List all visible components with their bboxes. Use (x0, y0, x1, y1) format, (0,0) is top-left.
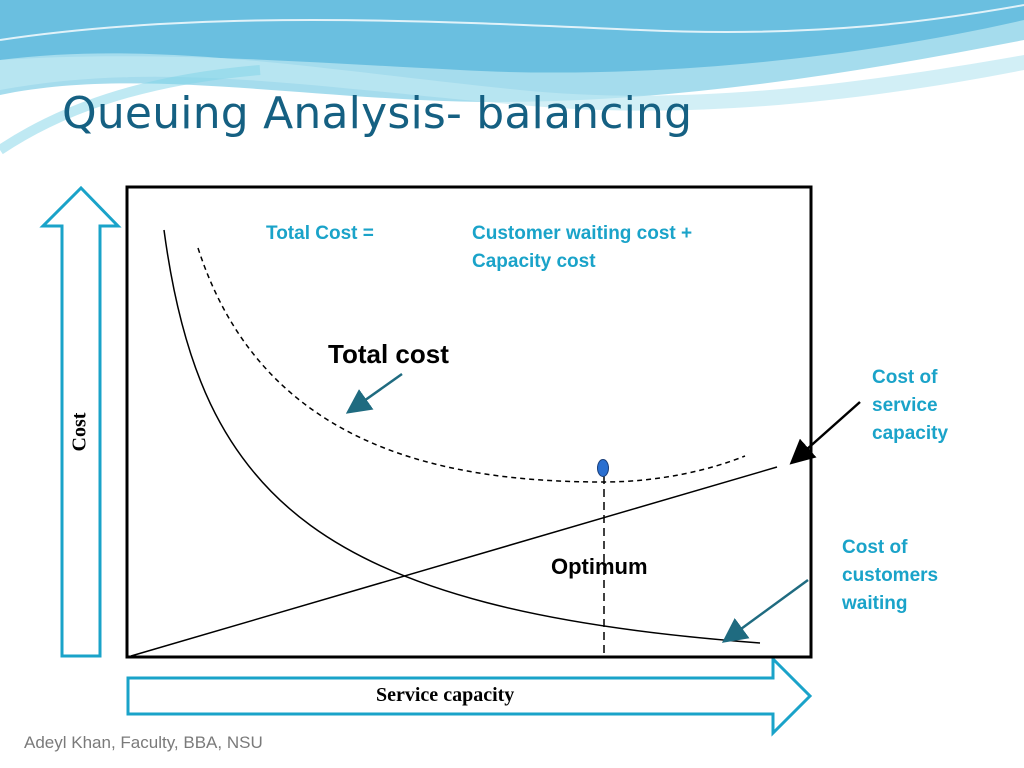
customer-waiting-cost-curve (163, 229, 761, 644)
service-capacity-cost-line-3: capacity (872, 423, 949, 444)
service-capacity-pointer-arrow (789, 401, 861, 465)
equation-right-label: Customer waiting cost + Capacity cost (472, 220, 692, 276)
slide-footer: Adeyl Khan, Faculty, BBA, NSU (24, 733, 263, 752)
header-wave-decoration (0, 0, 1024, 155)
optimum-marker (597, 459, 609, 477)
plot-frame (125, 185, 813, 659)
customers-waiting-cost-line-2: customers (842, 565, 939, 586)
customers-waiting-cost-line-3: waiting (842, 593, 908, 614)
y-axis-label: Cost (68, 412, 91, 452)
x-axis-arrow (126, 655, 813, 737)
customers-waiting-cost-label: Cost of customers waiting (842, 534, 938, 618)
customers-waiting-pointer-arrow (721, 578, 809, 643)
equation-left-label: Total Cost = (266, 223, 374, 244)
service-capacity-cost-line-1: Cost of (872, 367, 938, 388)
service-capacity-cost-line-2: service (872, 395, 938, 416)
x-axis-label: Service capacity (376, 684, 515, 706)
total-cost-label: Total cost (328, 339, 449, 369)
total-cost-pointer-arrow (345, 372, 403, 414)
customers-waiting-cost-line-1: Cost of (842, 537, 908, 558)
equation-right-line-1: Customer waiting cost + (472, 223, 693, 244)
capacity-cost-line (130, 466, 778, 657)
service-capacity-cost-label: Cost of service capacity (872, 364, 948, 448)
slide-title: Queuing Analysis- balancing (62, 88, 693, 139)
total-cost-curve (197, 247, 746, 483)
equation-right-line-2: Capacity cost (472, 251, 596, 272)
optimum-label: Optimum (551, 554, 648, 579)
y-axis-arrow (39, 185, 122, 658)
